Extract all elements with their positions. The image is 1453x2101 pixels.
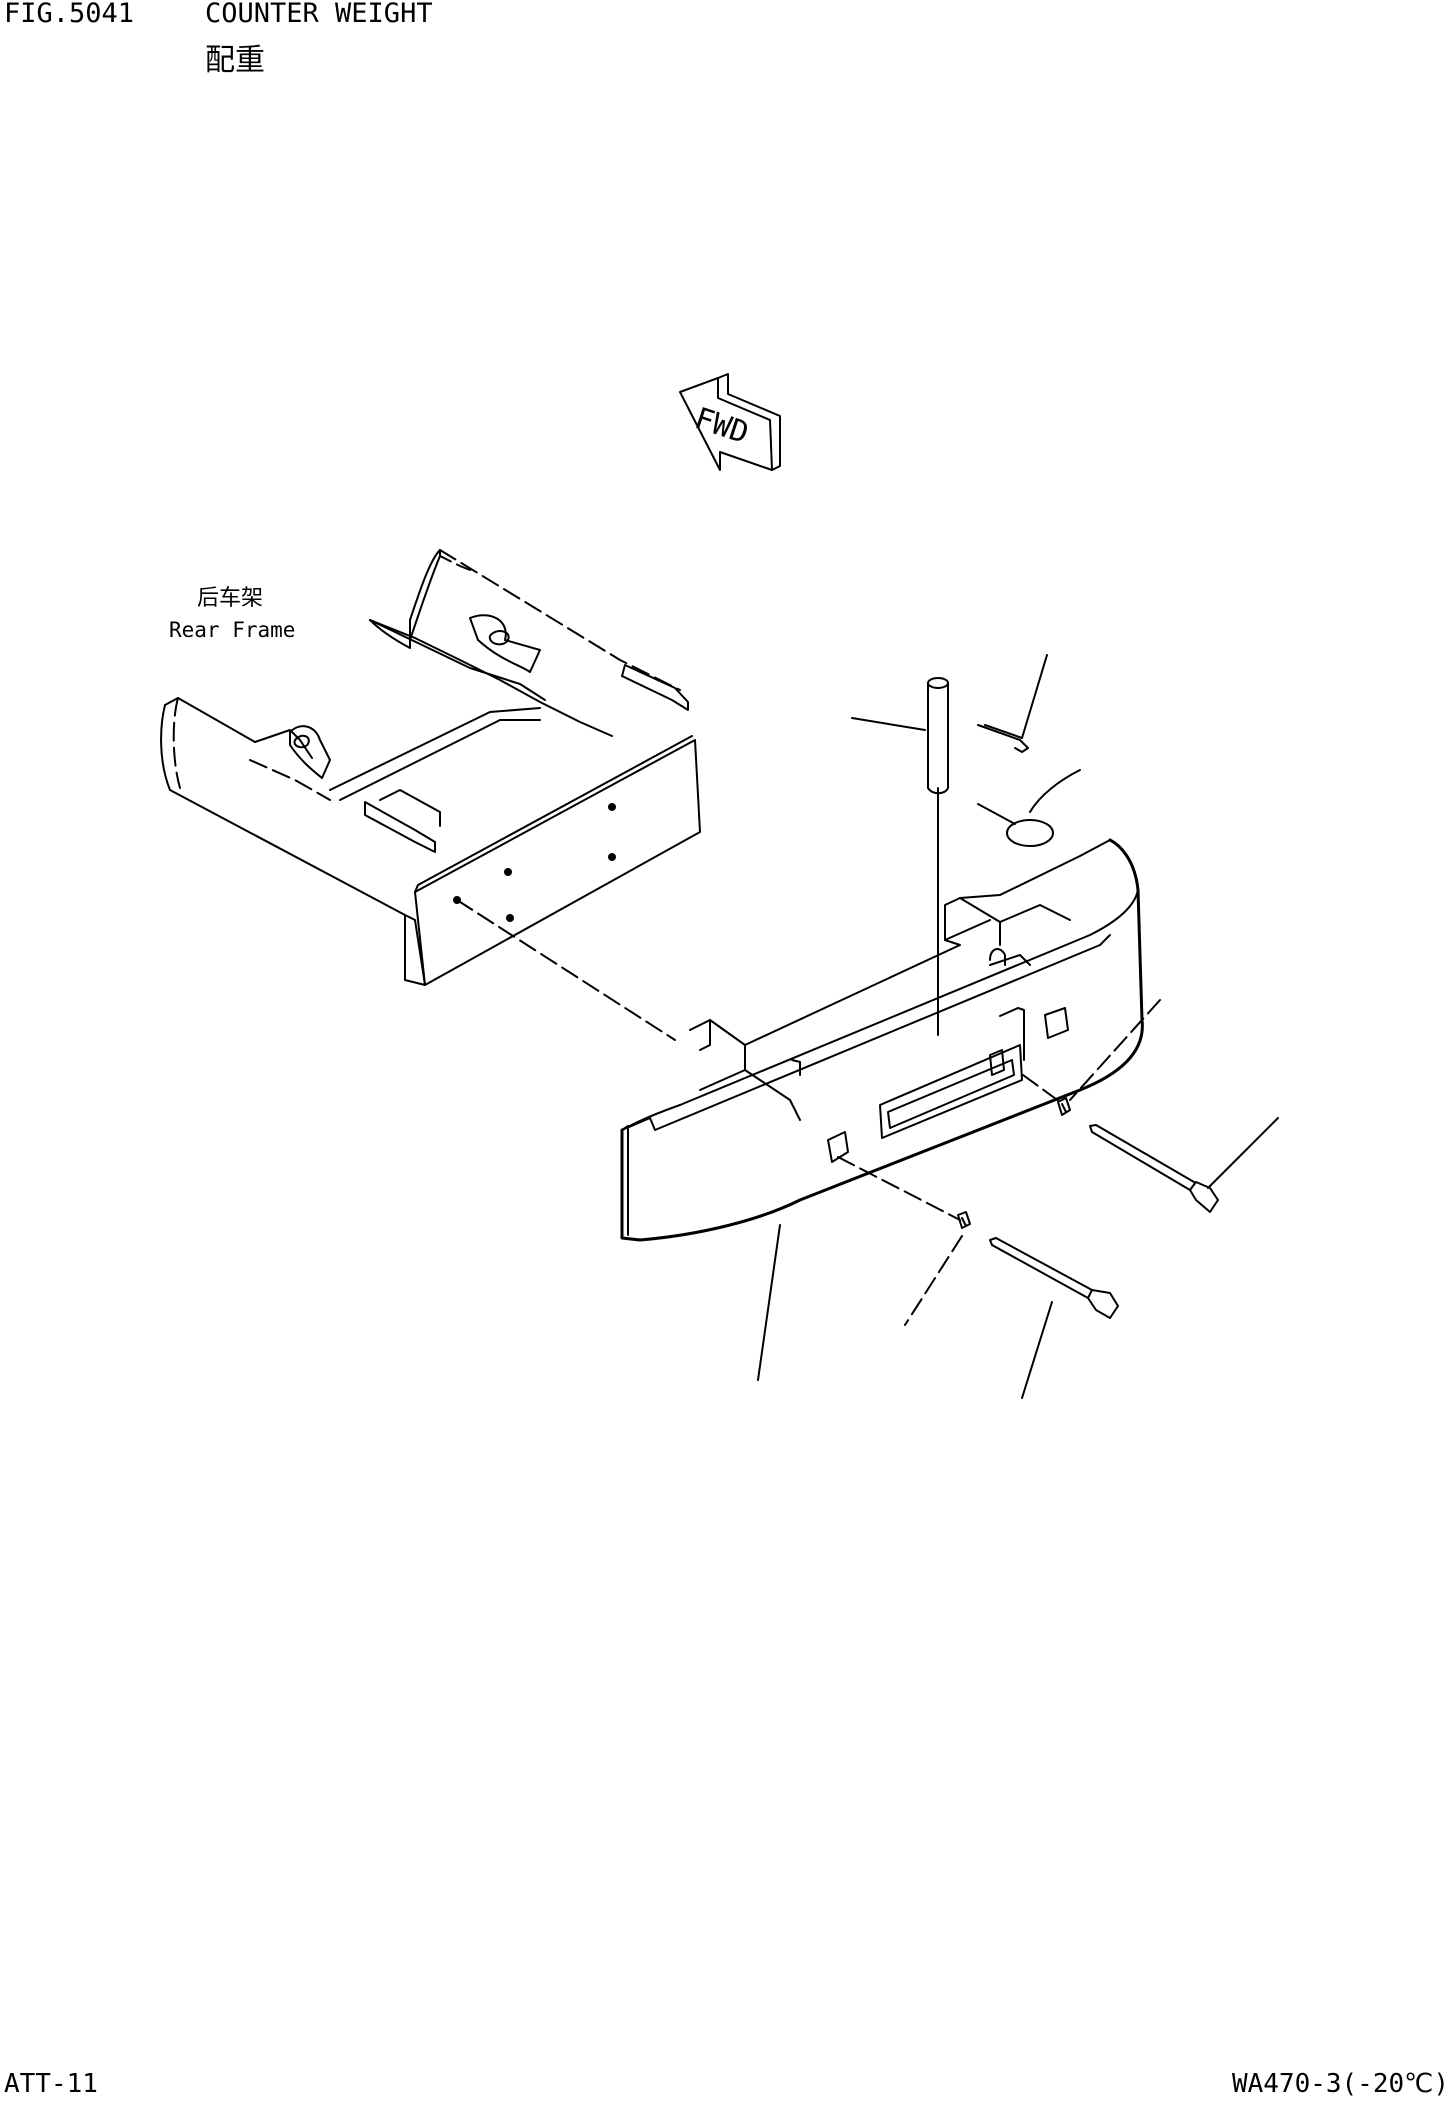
fwd-arrow: FWD <box>679 373 781 471</box>
lifting-pin <box>927 677 949 1036</box>
washer-lower <box>957 1211 971 1229</box>
alignment-line-lower <box>837 1156 961 1221</box>
bolt-upper <box>1089 1124 1219 1213</box>
alignment-line-upper <box>1022 1074 1061 1103</box>
rear-frame-label-english: Rear Frame <box>169 618 296 642</box>
counter-weight <box>620 838 1144 1242</box>
rear-frame <box>160 549 701 1041</box>
leader-lines <box>757 654 1279 1399</box>
machine-model: WA470-3(-20℃) <box>1231 2069 1449 2099</box>
figure-title-english: COUNTER WEIGHT <box>205 0 433 29</box>
pin-clip <box>977 724 1029 753</box>
pin-washer <box>977 803 1054 847</box>
figure-number: FIG.5041 <box>4 0 135 29</box>
bolt-lower <box>989 1237 1119 1319</box>
rear-frame-label-chinese: 后车架 <box>197 586 264 611</box>
page-code: ATT-11 <box>4 2069 98 2099</box>
figure-title-chinese: 配重 <box>205 43 265 78</box>
washer-upper <box>1057 1097 1071 1116</box>
